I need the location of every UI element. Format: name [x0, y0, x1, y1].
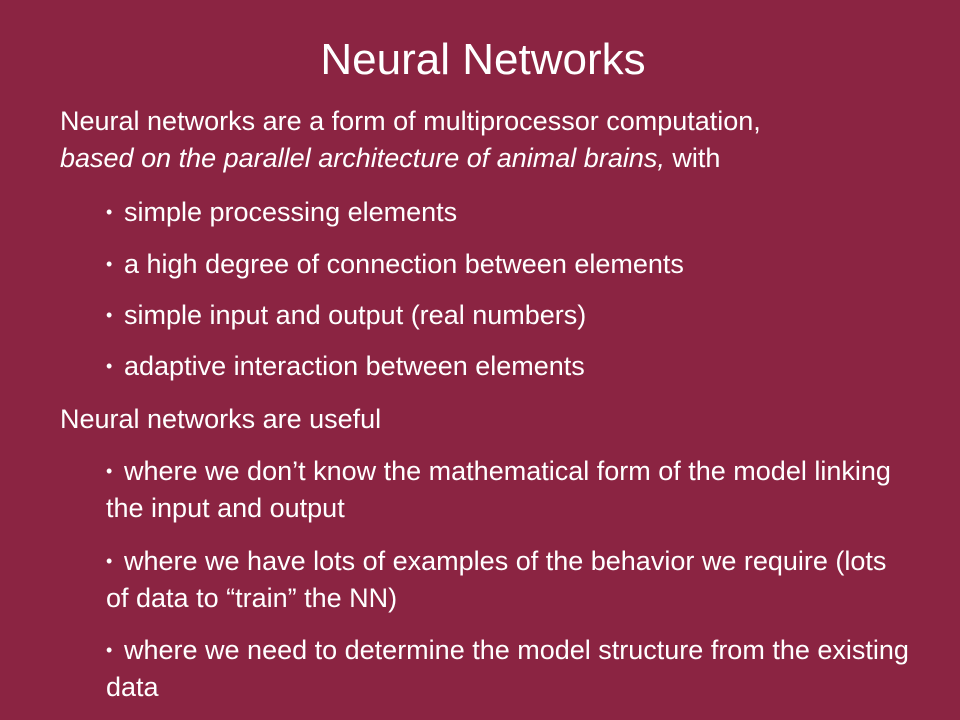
bullet-icon: • — [106, 254, 113, 274]
list-item: •where we need to determine the model st… — [106, 632, 916, 706]
list-item-text: where we don’t know the mathematical for… — [106, 456, 891, 523]
bullet-icon: • — [106, 305, 113, 325]
list-item: • simple processing elements — [106, 194, 916, 231]
bullet-icon: • — [106, 640, 113, 660]
bullet-icon: • — [106, 202, 113, 222]
list-item: •where we have lots of examples of the b… — [106, 543, 916, 617]
bullet-icon: • — [106, 356, 113, 376]
list-item: • adaptive interaction between elements — [106, 348, 916, 385]
list-item-text: simple input and output (real numbers) — [124, 300, 587, 330]
useful-heading: Neural networks are useful — [60, 404, 382, 434]
list-item: • a high degree of connection between ele… — [106, 246, 916, 283]
list-item-text: adaptive interaction between elements — [124, 351, 585, 381]
list-item-text: where we have lots of examples of the be… — [106, 546, 887, 613]
intro-paragraph: Neural networks are a form of multiproce… — [60, 103, 920, 177]
list-item-text: a high degree of connection between elem… — [124, 249, 684, 279]
intro-text: Neural networks are a form of multiproce… — [60, 106, 761, 136]
list-item-text: simple processing elements — [124, 197, 458, 227]
bullet-icon: • — [106, 551, 113, 571]
list-item: •where we don’t know the mathematical fo… — [106, 453, 916, 527]
slide-title: Neural Networks — [320, 35, 646, 84]
list-item-text: where we need to determine the model str… — [106, 635, 909, 702]
intro-text-end: with — [664, 143, 721, 173]
list-item: • simple input and output (real numbers) — [106, 297, 916, 334]
intro-italic-text: based on the parallel architecture of an… — [60, 143, 665, 173]
bullet-icon: • — [106, 461, 113, 481]
